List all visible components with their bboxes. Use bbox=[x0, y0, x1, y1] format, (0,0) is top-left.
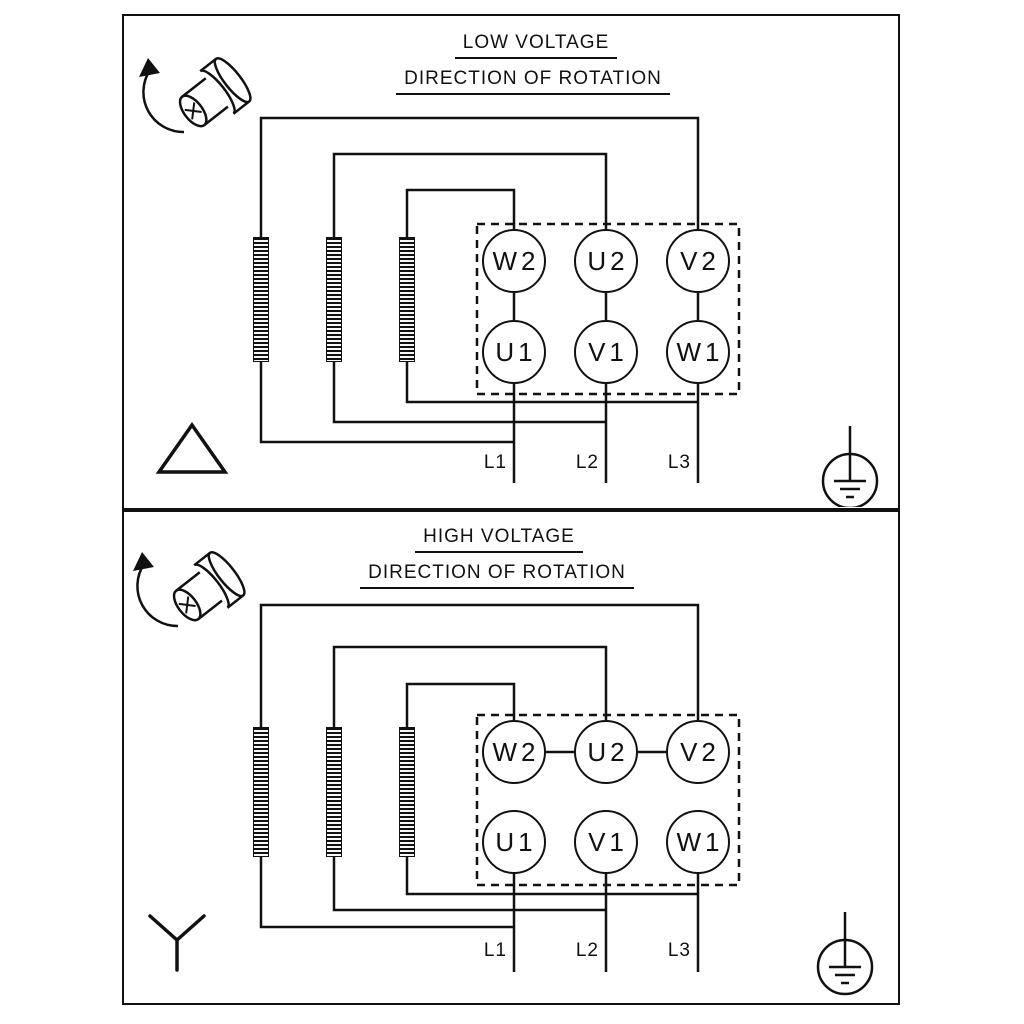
wire-coil2-to-u2 bbox=[332, 152, 608, 237]
terminal-v1: V1 bbox=[574, 810, 638, 874]
label-l3: L3 bbox=[667, 452, 691, 473]
wiring-lines-high-voltage bbox=[133, 551, 874, 996]
panel-title-block: LOW VOLTAGE bbox=[124, 32, 898, 59]
terminal-box-dashed-outline bbox=[475, 713, 741, 887]
panel-title: HIGH VOLTAGE bbox=[415, 526, 583, 553]
star-icon bbox=[148, 914, 206, 972]
terminal-u2: U2 bbox=[574, 229, 638, 293]
wire-coil2-to-v1 bbox=[332, 362, 606, 424]
wire-coil1-to-v2 bbox=[259, 116, 700, 237]
terminal-u1: U1 bbox=[482, 810, 546, 874]
earth-ground-icon bbox=[816, 912, 874, 996]
terminal-w1: W1 bbox=[666, 810, 730, 874]
terminal-v1: V1 bbox=[574, 320, 638, 384]
panel-high-voltage: HIGH VOLTAGE DIRECTION OF ROTATION bbox=[122, 510, 900, 1005]
wire-coil1-to-u1 bbox=[259, 362, 514, 444]
wire-coil2-to-v1 bbox=[332, 857, 606, 912]
rotation-arrow-icon bbox=[136, 563, 179, 628]
stator-winding-2 bbox=[326, 727, 342, 857]
wire-coil3-to-w2 bbox=[405, 188, 516, 237]
terminal-w1: W1 bbox=[666, 320, 730, 384]
wire-coil3-to-w2 bbox=[405, 682, 516, 727]
stator-winding-1 bbox=[253, 237, 269, 362]
motor-shaft-icon bbox=[139, 57, 252, 134]
delta-icon bbox=[155, 421, 229, 474]
stator-winding-3 bbox=[399, 237, 415, 362]
rotation-arrow-icon bbox=[142, 69, 185, 134]
label-l3: L3 bbox=[667, 940, 691, 961]
terminal-v2: V2 bbox=[666, 229, 730, 293]
earth-ground-icon bbox=[821, 426, 879, 507]
wire-coil2-to-u2 bbox=[332, 645, 608, 727]
panel-subtitle-block: DIRECTION OF ROTATION bbox=[124, 68, 898, 95]
wire-coil1-to-u1 bbox=[259, 857, 514, 929]
stator-winding-1 bbox=[253, 727, 269, 857]
terminal-box-dashed-outline bbox=[475, 222, 741, 396]
terminal-w2: W2 bbox=[482, 720, 546, 784]
terminal-w2: W2 bbox=[482, 229, 546, 293]
panel-subtitle: DIRECTION OF ROTATION bbox=[360, 562, 634, 589]
terminal-u1: U1 bbox=[482, 320, 546, 384]
wire-coil1-to-v2 bbox=[259, 603, 700, 727]
label-l2: L2 bbox=[575, 452, 599, 473]
label-l1: L1 bbox=[483, 940, 507, 961]
wiring-lines-low-voltage bbox=[139, 57, 879, 507]
panel-subtitle: DIRECTION OF ROTATION bbox=[396, 68, 670, 95]
panel-low-voltage: LOW VOLTAGE DIRECTION OF ROTATION bbox=[122, 14, 900, 510]
panel-title-block: HIGH VOLTAGE bbox=[124, 526, 898, 553]
stator-winding-3 bbox=[399, 727, 415, 857]
motor-shaft-icon bbox=[133, 551, 246, 628]
wire-coil3-to-w1 bbox=[405, 857, 698, 896]
panel-title: LOW VOLTAGE bbox=[454, 32, 618, 59]
label-l2: L2 bbox=[575, 940, 599, 961]
label-l1: L1 bbox=[483, 452, 507, 473]
terminal-v2: V2 bbox=[666, 720, 730, 784]
wire-coil3-to-w1 bbox=[405, 362, 698, 404]
terminal-u2: U2 bbox=[574, 720, 638, 784]
panel-subtitle-block: DIRECTION OF ROTATION bbox=[124, 562, 898, 589]
stator-winding-2 bbox=[326, 237, 342, 362]
